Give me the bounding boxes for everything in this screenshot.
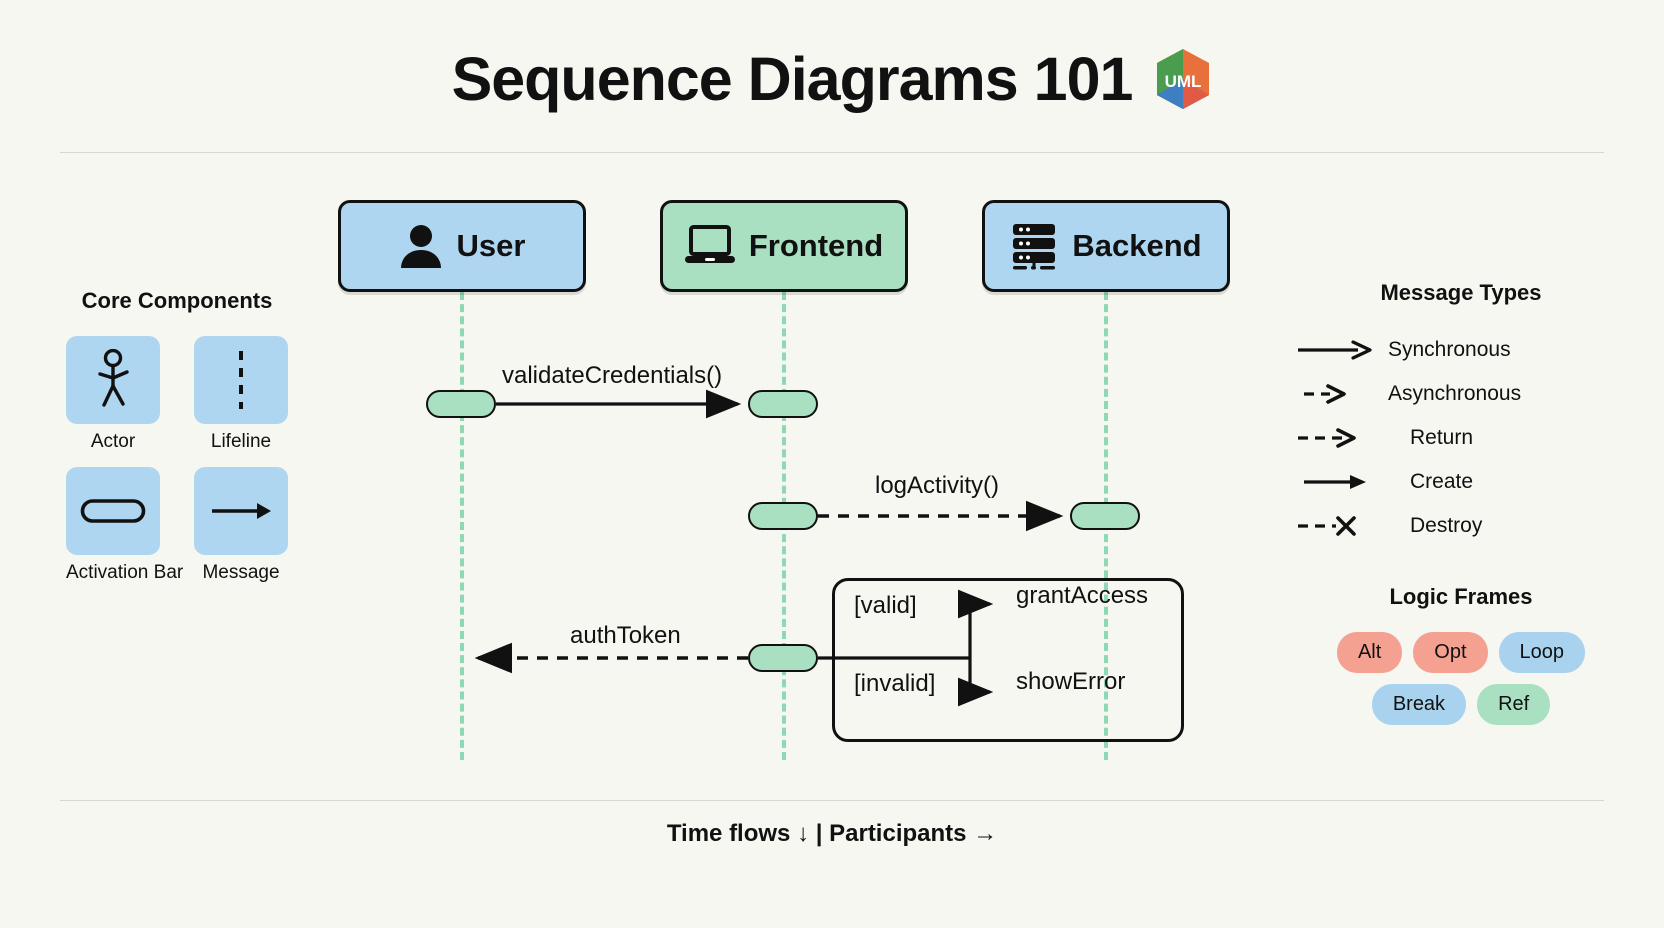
lifeline-user	[460, 292, 464, 760]
activation-bar-frontend-3	[748, 644, 818, 672]
core-component-label: Message	[202, 562, 280, 583]
logic-frame-pill-loop[interactable]: Loop	[1498, 632, 1586, 673]
message-type-asynchronous[interactable]: Asynchronous	[1296, 372, 1626, 416]
core-component-lifeline[interactable]: Lifeline	[194, 336, 288, 453]
core-component-message[interactable]: Message	[194, 467, 288, 584]
divider-bottom	[60, 800, 1604, 801]
participant-frontend[interactable]: Frontend	[660, 200, 908, 292]
alt-branch-target-show-error: showError	[1016, 668, 1126, 695]
page-header: Sequence Diagrams 101 UML	[0, 44, 1664, 114]
alt-branch-guard-invalid: [invalid]	[854, 670, 936, 697]
message-type-return[interactable]: Return	[1296, 416, 1626, 460]
async-arrow-icon	[1304, 384, 1346, 404]
logic-frame-pill-alt[interactable]: Alt	[1336, 632, 1403, 673]
message-type-label: Destroy	[1410, 514, 1483, 537]
activation-bar-icon	[80, 499, 146, 523]
solid-arrow-icon	[1298, 340, 1372, 360]
logic-frame-pill-ref[interactable]: Ref	[1477, 684, 1551, 725]
participant-name: User	[456, 228, 526, 263]
message-type-destroy[interactable]: Destroy	[1296, 504, 1626, 548]
page-title: Sequence Diagrams 101	[451, 45, 1134, 113]
message-type-create[interactable]: Create	[1296, 460, 1626, 504]
lifeline-tile	[194, 336, 288, 424]
message-type-label: Synchronous	[1388, 338, 1511, 361]
core-component-label: Actor	[90, 431, 136, 452]
message-label-validate-credentials: validateCredentials()	[502, 362, 723, 389]
return-arrow-icon	[1298, 428, 1356, 448]
message-types-title: Message Types	[1380, 280, 1542, 305]
core-component-actor[interactable]: Actor	[66, 336, 160, 453]
destroy-x-icon	[1298, 516, 1356, 536]
alt-frame-box	[832, 578, 1184, 742]
message-tile	[194, 467, 288, 555]
message-type-label: Create	[1410, 470, 1474, 493]
right-legend: Message Types Synchronous Asynchronous R…	[1296, 280, 1626, 725]
activation-bar-tile	[66, 467, 160, 555]
participant-name: Frontend	[748, 228, 884, 263]
divider-top	[60, 152, 1604, 153]
core-components-grid: Actor Lifeline Activation Bar	[46, 336, 308, 584]
core-components-legend: Core Components Actor Lifeline	[46, 288, 308, 584]
core-component-activation-bar[interactable]: Activation Bar	[66, 467, 184, 584]
uml-logo: UML	[1157, 49, 1210, 109]
alt-branch-arrow-invalid	[958, 658, 994, 707]
logic-frame-pill-break[interactable]: Break	[1371, 684, 1467, 725]
message-type-synchronous[interactable]: Synchronous	[1296, 328, 1626, 372]
alt-branch-arrow-valid	[958, 589, 994, 658]
message-type-label: Return	[1410, 426, 1474, 449]
create-arrow-icon	[1304, 475, 1366, 489]
sequence-diagram-canvas: User Frontend Backend validateCredentia	[330, 180, 1250, 780]
core-component-label: Activation Bar	[66, 562, 184, 583]
core-components-title: Core Components	[81, 288, 273, 313]
activation-bar-frontend-2	[748, 502, 818, 530]
laptop-icon	[684, 225, 735, 263]
alt-branch-guard-valid: [valid]	[854, 592, 917, 619]
message-label-log-activity: logActivity()	[875, 472, 1000, 499]
activation-bar-frontend-1	[748, 390, 818, 418]
activation-bar-backend-1	[1070, 502, 1140, 530]
person-icon	[400, 225, 441, 268]
message-label-auth-token: authToken	[570, 622, 681, 649]
logic-frame-pill-opt[interactable]: Opt	[1413, 632, 1488, 673]
footer-note: Time flows ↓ | Participants →	[666, 820, 998, 847]
uml-logo-text: UML	[1165, 72, 1202, 91]
lifeline-dashed-icon	[239, 351, 243, 409]
message-types-list: Synchronous Asynchronous Return Create	[1296, 328, 1626, 548]
core-component-label: Lifeline	[210, 431, 272, 452]
actor-stick-figure-icon	[98, 349, 129, 407]
logic-frames-pills: Alt Opt Loop Break Ref	[1311, 632, 1611, 725]
participant-backend[interactable]: Backend	[982, 200, 1230, 292]
diagram-arrows	[474, 389, 1064, 707]
message-arrow-icon	[212, 503, 271, 519]
alt-branch-target-grant-access: grantAccess	[1016, 582, 1149, 609]
participant-user[interactable]: User	[338, 200, 586, 292]
message-type-label: Asynchronous	[1388, 382, 1522, 405]
actor-tile	[66, 336, 160, 424]
database-icon	[1013, 224, 1056, 270]
logic-frames-title: Logic Frames	[1389, 584, 1533, 609]
activation-bar-user-1	[426, 390, 496, 418]
participant-name: Backend	[1072, 228, 1202, 263]
